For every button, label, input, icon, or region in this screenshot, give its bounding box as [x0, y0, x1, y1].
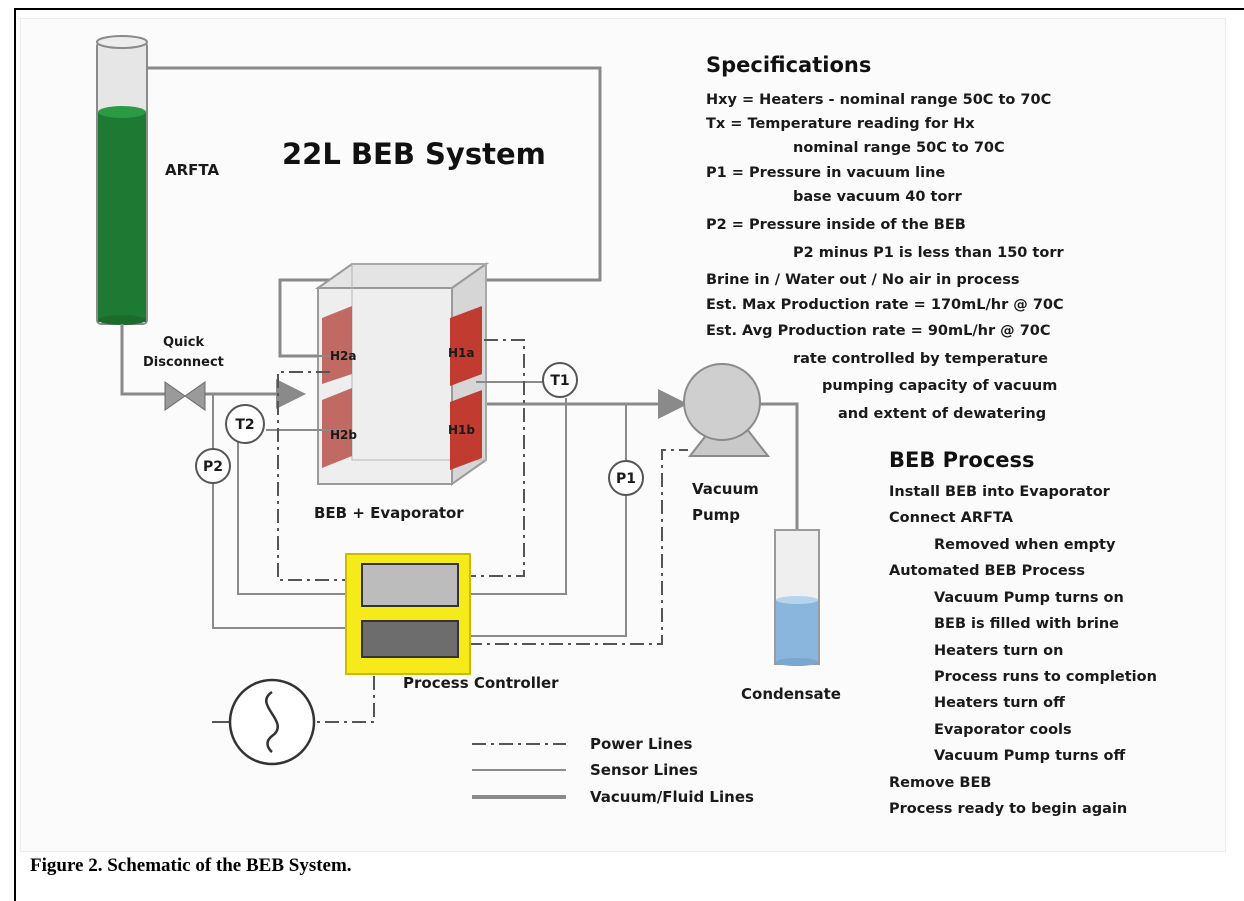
spec-line: Est. Max Production rate = 170mL/hr @ 70… — [706, 297, 1064, 313]
legend-power-label: Power Lines — [590, 735, 693, 753]
spec-line: P1 = Pressure in vacuum line — [706, 165, 945, 181]
diagram-panel — [20, 18, 1226, 852]
process-step: Connect ARFTA — [889, 510, 1014, 526]
beb-process-heading: BEB Process — [889, 448, 1035, 472]
beb-evaporator-label: BEB + Evaporator — [314, 504, 464, 522]
sensor-p2-label: P2 — [203, 459, 223, 475]
sensor-t2-label: T2 — [235, 417, 254, 433]
spec-line: Hxy = Heaters - nominal range 50C to 70C — [706, 92, 1051, 108]
heater-h2a-label: H2a — [330, 349, 357, 363]
sensor-p1-label: P1 — [616, 471, 636, 487]
pump-label: Pump — [692, 506, 740, 524]
figure-frame — [14, 8, 1244, 901]
spec-line: and extent of dewatering — [838, 406, 1046, 422]
arfta-tank — [96, 35, 148, 325]
spec-line: Tx = Temperature reading for Hx — [706, 116, 975, 132]
legend: Power Lines Sensor Lines Vacuum/Fluid Li… — [472, 735, 754, 806]
process-step: BEB is filled with brine — [934, 616, 1119, 632]
sensor-t1-label: T1 — [550, 373, 569, 389]
legend-sensor-label: Sensor Lines — [590, 761, 698, 779]
spec-line: base vacuum 40 torr — [793, 189, 963, 205]
heater-h1a-label: H1a — [448, 346, 475, 360]
spec-line: Est. Avg Production rate = 90mL/hr @ 70C — [706, 323, 1051, 339]
vacuum-pump — [683, 363, 771, 457]
spec-line: pumping capacity of vacuum — [822, 378, 1057, 394]
beb-evaporator — [314, 262, 490, 486]
disconnect-label: Disconnect — [143, 355, 224, 370]
spec-line: P2 = Pressure inside of the BEB — [706, 217, 966, 233]
legend-fluid-label: Vacuum/Fluid Lines — [590, 788, 754, 806]
process-step: Automated BEB Process — [889, 563, 1085, 579]
process-step: Process runs to completion — [934, 669, 1157, 685]
process-step: Vacuum Pump turns on — [934, 590, 1124, 606]
specifications-heading: Specifications — [706, 53, 871, 77]
ac-power-source — [212, 678, 316, 766]
specifications-block: Specifications Hxy = Heaters - nominal r… — [706, 53, 1064, 422]
vacuum-label: Vacuum — [692, 480, 759, 498]
spec-line: nominal range 50C to 70C — [793, 140, 1005, 156]
process-controller — [345, 553, 471, 675]
spec-line: rate controlled by temperature — [793, 351, 1048, 367]
process-step: Removed when empty — [934, 537, 1116, 553]
quick-label: Quick — [163, 335, 204, 350]
arfta-label: ARFTA — [165, 161, 219, 179]
condensate-label: Condensate — [741, 685, 841, 703]
sensor-p1 — [608, 460, 644, 496]
process-step: Vacuum Pump turns off — [934, 748, 1125, 764]
process-step: Heaters turn off — [934, 695, 1065, 711]
sensor-p2 — [195, 448, 231, 484]
sensor-t2 — [225, 404, 265, 444]
diagram-title: 22L BEB System — [282, 137, 546, 171]
spec-line: P2 minus P1 is less than 150 torr — [793, 245, 1064, 261]
condensate-container — [774, 529, 820, 666]
process-step: Process ready to begin again — [889, 801, 1127, 817]
heater-h1b-label: H1b — [448, 423, 475, 437]
quick-disconnect-valve — [164, 381, 206, 411]
spec-line: Brine in / Water out / No air in process — [706, 272, 1020, 288]
beb-process-block: BEB Process Install BEB into Evaporator … — [889, 448, 1157, 817]
process-controller-label: Process Controller — [403, 674, 559, 692]
sensor-lines — [212, 355, 627, 637]
figure-caption: Figure 2. Schematic of the BEB System. — [30, 855, 352, 876]
heater-h2b-label: H2b — [330, 428, 357, 442]
process-step: Heaters turn on — [934, 643, 1063, 659]
sensor-t1 — [542, 362, 578, 398]
power-lines — [277, 339, 688, 723]
process-step: Install BEB into Evaporator — [889, 484, 1111, 500]
process-step: Remove BEB — [889, 775, 991, 791]
process-step: Evaporator cools — [934, 722, 1072, 738]
